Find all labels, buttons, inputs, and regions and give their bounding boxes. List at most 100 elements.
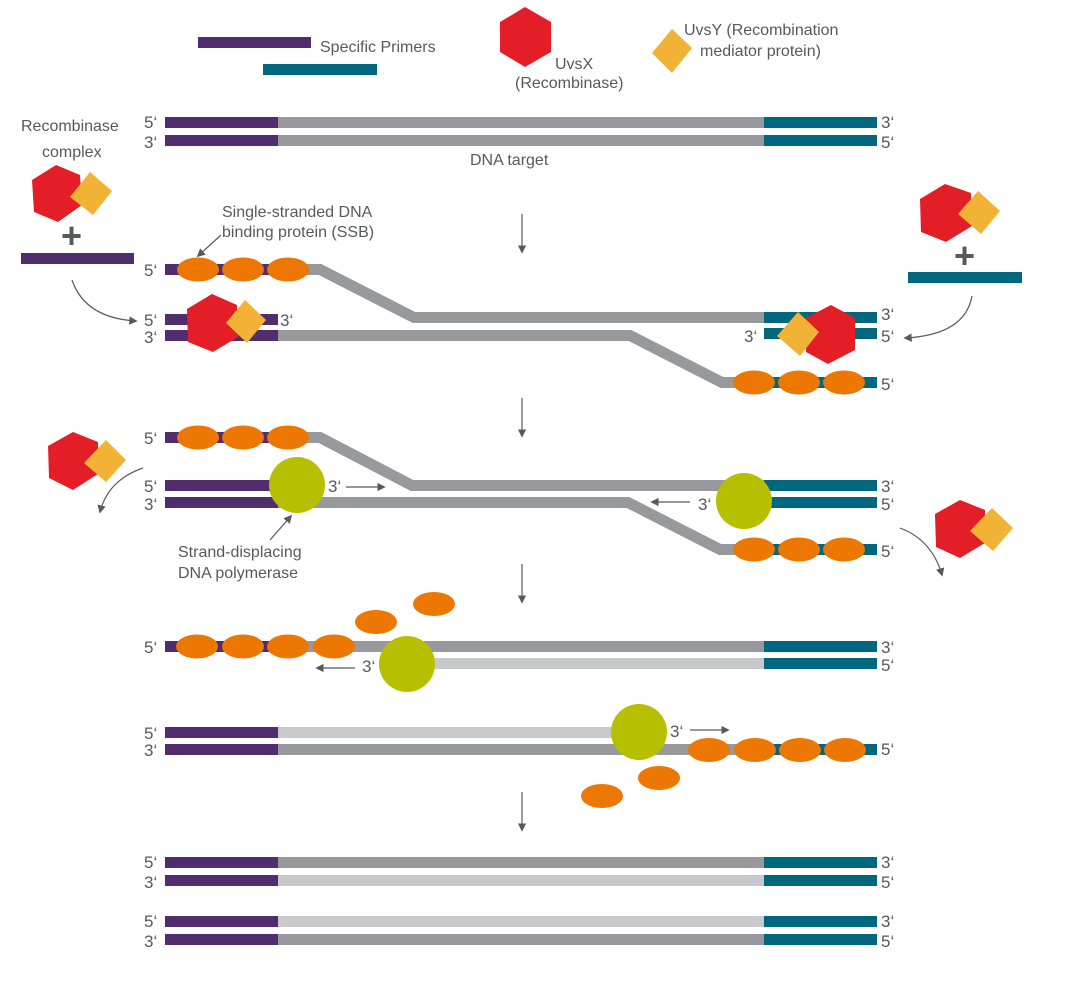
template-strand-displaced-top [278,264,764,323]
step-4-displacement: 5‘ 3‘ 3‘ 5‘ 5‘ 3‘ 3‘ 5‘ [144,592,894,808]
end-label: 3‘ [881,113,894,132]
polymerase-icon [611,704,667,760]
end-label: 5‘ [881,327,894,346]
extending-primer-rev [750,497,877,508]
new-strand [400,658,764,669]
end-label: 5‘ [144,429,157,448]
uvsx-icon [920,184,972,242]
primer-rev [764,934,877,945]
curved-arrow [71,279,138,325]
legend-uvsx-icon [500,7,551,67]
end-label: 3‘ [881,638,894,657]
legend-primer-reverse [263,64,377,75]
polymerase-pointer-arrow [269,514,293,541]
recombinase-complex-label-1: Recombinase [21,118,119,135]
primer-rev [764,916,877,927]
end-label: 5‘ [881,740,894,759]
extending-primer-fwd [165,480,293,491]
primer-rev [764,857,877,868]
polymerase-label-2: DNA polymerase [178,565,298,582]
end-label: 3‘ [744,327,757,346]
end-label: 5‘ [144,724,157,743]
ssb-protein [581,784,623,808]
ssb-protein [222,634,264,659]
template-strand-displaced-top [278,432,764,491]
ssb-protein [734,738,776,762]
end-label: 5‘ [881,495,894,514]
primer-rev [764,480,877,491]
new-strand [278,916,764,927]
template-strand-bottom [278,330,764,388]
end-label: 3‘ [144,328,157,347]
recombinase-complex-label-2: complex [42,144,102,161]
ssb-protein [355,610,397,634]
ssb-protein [733,370,775,395]
legend-uvsx-label-2: (Recombinase) [515,75,623,92]
polymerase-icon [379,636,435,692]
plus-icon: + [954,235,975,276]
legend-uvsy-icon [652,29,692,73]
end-label: 5‘ [881,542,894,561]
uvsy-icon [84,440,126,482]
end-label: 5‘ [144,638,157,657]
end-label: 3‘ [881,912,894,931]
strand-top-primer-fwd [165,117,278,128]
primer-fwd [165,744,278,755]
end-label: 5‘ [881,375,894,394]
ssb-label-2: binding protein (SSB) [222,224,374,241]
end-label: 5‘ [881,873,894,892]
recombinase-complex-left: Recombinase complex + [21,118,138,325]
ssb-protein [267,257,309,282]
ssb-protein [688,738,730,762]
step-5-products: 5‘ 3‘ 3‘ 5‘ 5‘ 3‘ 3‘ 5‘ [144,853,894,951]
recombinase-complex-right: + [903,184,1022,342]
curved-arrow [899,527,945,577]
uvsy-icon [970,508,1013,551]
end-label: 5‘ [144,853,157,872]
uvsx-icon [935,500,985,558]
primer-fwd [165,497,278,508]
free-primer-fwd [21,253,134,264]
ssb-protein [778,370,820,395]
end-label: 3‘ [144,495,157,514]
uvsx-icon [806,305,855,364]
legend: Specific Primers UvsX (Recombinase) UvsY… [198,7,838,92]
end-label: 5‘ [144,912,157,931]
template-strand [278,857,764,868]
template-strand [278,934,764,945]
uvsx-icon [32,165,82,222]
polymerase-icon [716,473,772,529]
ssb-protein [177,257,219,282]
polymerase-icon [269,457,325,513]
primer-fwd [165,916,278,927]
legend-primer-forward [198,37,311,48]
end-label: 5‘ [144,261,157,280]
legend-uvsx-label-1: UvsX [555,56,594,73]
end-label: 3‘ [362,657,375,676]
primer-fwd [165,934,278,945]
step-1-target: 5‘ 3‘ 3‘ 5‘ DNA target [144,113,894,169]
uvsy-icon [226,300,266,343]
strand-bottom-template [278,135,764,146]
end-label: 5‘ [881,133,894,152]
primer-fwd [165,641,278,652]
new-strand [278,875,764,886]
step-2-primer-invasion: 5‘ 5‘ 3‘ 3‘ 3‘ 5‘ 3‘ 5‘ Single-stranded … [144,204,894,395]
legend-uvsy-label-2: mediator protein) [700,43,821,60]
end-label: 3‘ [698,495,711,514]
end-label: 3‘ [881,853,894,872]
ssb-protein [177,425,219,450]
polymerase-label-1: Strand-displacing [178,544,302,561]
uvsy-icon [777,312,819,356]
primer-fwd [165,857,278,868]
ssb-protein [222,425,264,450]
step-3-extension: 5‘ 5‘ 3‘ 3‘ 3‘ 5‘ 3‘ 5‘ Strand-displacin… [48,425,1013,582]
ssb-protein [222,257,264,282]
primer-rev [764,658,877,669]
end-label: 3‘ [144,133,157,152]
ssb-protein [779,738,821,762]
primer-rev [764,875,877,886]
end-label: 3‘ [280,311,293,330]
primer-fwd [165,432,278,443]
